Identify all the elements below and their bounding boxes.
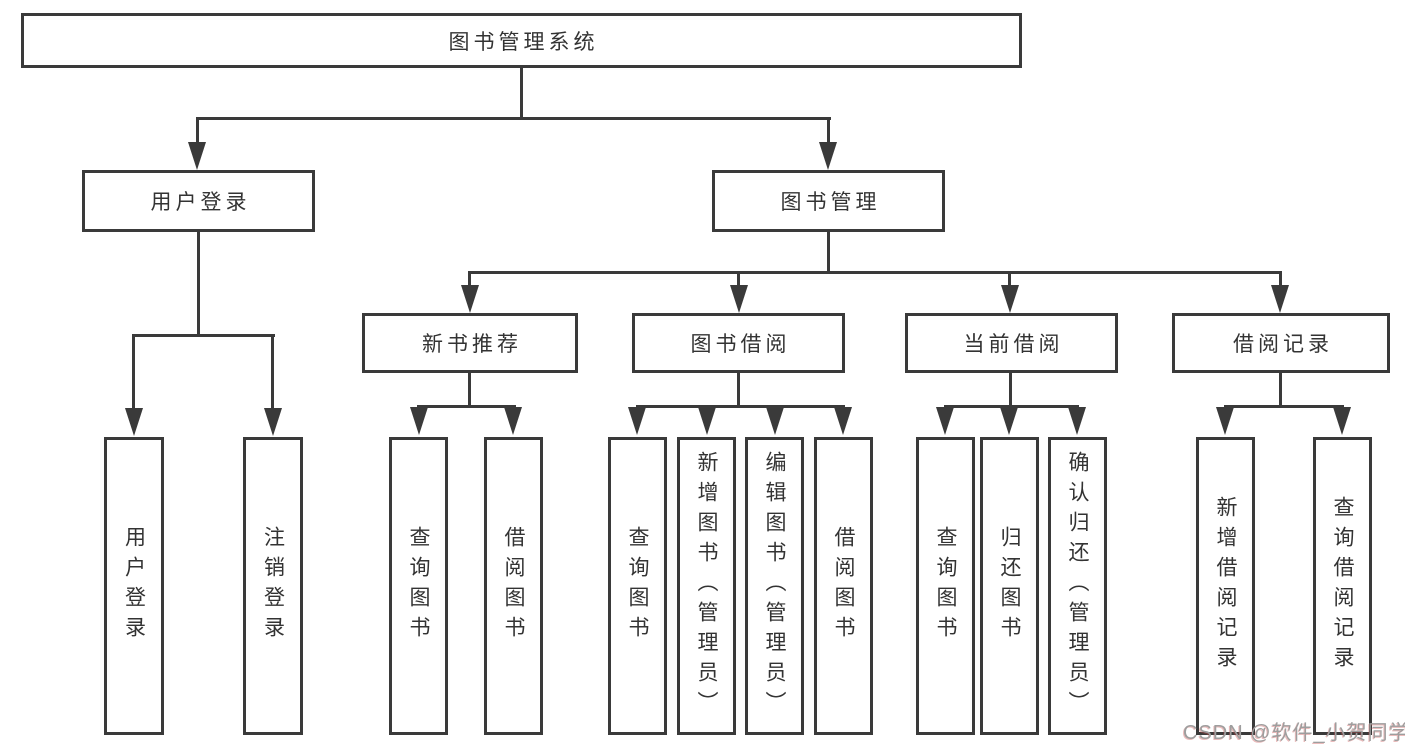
leaf-label: 借阅图书 (502, 526, 525, 646)
arrow-down-icon (1068, 407, 1086, 435)
leaf-add-book-admin: 新增图书（管理员） (677, 437, 736, 735)
arrow-down-icon (504, 407, 522, 435)
leaf-query-borrow-record: 查询借阅记录 (1313, 437, 1372, 735)
leaf-query-books: 查询图书 (608, 437, 667, 735)
leaf-label: 确认归还（管理员） (1066, 451, 1089, 721)
arrow-down-icon (730, 285, 748, 313)
arrow-down-icon (766, 407, 784, 435)
leaf-label: 归还图书 (998, 526, 1021, 646)
arrow-down-icon (1271, 285, 1289, 313)
arrow-down-icon (410, 407, 428, 435)
leaf-return-books: 归还图书 (980, 437, 1039, 735)
arrow-down-icon (1000, 407, 1018, 435)
leaf-borrow-books: 借阅图书 (814, 437, 873, 735)
connector-vline (1279, 373, 1282, 405)
node-label: 新书推荐 (422, 333, 522, 356)
arrow-down-icon (1001, 285, 1019, 313)
connector-vline (827, 232, 830, 272)
connector-hline (944, 405, 1079, 408)
node-label: 图书借阅 (690, 333, 791, 356)
arrow-down-icon (819, 142, 837, 170)
node-label: 图书管理系统 (448, 30, 599, 54)
leaf-label: 用户登录 (122, 526, 146, 646)
connector-vline (197, 232, 200, 335)
connector-vline (520, 68, 523, 118)
node-label: 用户登录 (150, 191, 251, 214)
leaf-label: 查询图书 (407, 526, 430, 646)
leaf-label: 查询图书 (934, 526, 957, 646)
arrow-down-icon (1333, 407, 1351, 435)
connector-vline (737, 271, 740, 288)
node-label: 借阅记录 (1233, 333, 1333, 356)
connector-vline (1009, 373, 1012, 405)
connector-hline (132, 334, 275, 337)
leaf-label: 编辑图书（管理员） (763, 451, 786, 721)
connector-vline (1008, 271, 1011, 288)
node-current-borrow: 当前借阅 (905, 313, 1118, 373)
node-label: 当前借阅 (963, 333, 1064, 356)
arrow-down-icon (1216, 407, 1234, 435)
connector-vline (468, 271, 471, 288)
connector-hline (196, 117, 831, 120)
leaf-edit-book-admin: 编辑图书（管理员） (745, 437, 804, 735)
connector-vline (1279, 271, 1282, 288)
node-label: 图书管理 (780, 191, 881, 214)
connector-hline (417, 405, 516, 408)
leaf-label: 新增借阅记录 (1214, 496, 1237, 676)
watermark-text: CSDN @软件_小贺同学 (1183, 722, 1405, 744)
arrow-down-icon (461, 285, 479, 313)
leaf-label: 借阅图书 (832, 526, 855, 646)
connector-vline (468, 373, 471, 405)
leaf-query-books: 查询图书 (916, 437, 975, 735)
arrow-down-icon (125, 408, 143, 436)
leaf-logout-login: 注销登录 (243, 437, 303, 735)
leaf-label: 查询借阅记录 (1331, 496, 1354, 676)
arrow-down-icon (936, 407, 954, 435)
connector-vline (132, 334, 135, 410)
arrow-down-icon (188, 142, 206, 170)
connector-hline (636, 405, 845, 408)
leaf-confirm-return-admin: 确认归还（管理员） (1048, 437, 1107, 735)
leaf-label: 注销登录 (261, 526, 285, 646)
leaf-label: 新增图书（管理员） (695, 451, 718, 721)
connector-vline (271, 334, 274, 410)
arrow-down-icon (628, 407, 646, 435)
node-borrow-records: 借阅记录 (1172, 313, 1390, 373)
leaf-user-login: 用户登录 (104, 437, 164, 735)
arrow-down-icon (834, 407, 852, 435)
connector-hline (1224, 405, 1344, 408)
node-user-login: 用户登录 (82, 170, 315, 232)
connector-vline (827, 117, 830, 144)
connector-vline (196, 117, 199, 144)
leaf-query-books: 查询图书 (389, 437, 448, 735)
connector-vline (737, 373, 740, 405)
node-library-system: 图书管理系统 (21, 13, 1022, 68)
connector-hline (468, 271, 1282, 274)
leaf-label: 查询图书 (626, 526, 649, 646)
node-book-borrow: 图书借阅 (632, 313, 845, 373)
leaf-add-borrow-record: 新增借阅记录 (1196, 437, 1255, 735)
node-book-management: 图书管理 (712, 170, 945, 232)
arrow-down-icon (698, 407, 716, 435)
leaf-borrow-books: 借阅图书 (484, 437, 543, 735)
arrow-down-icon (264, 408, 282, 436)
node-new-book-recommend: 新书推荐 (362, 313, 578, 373)
